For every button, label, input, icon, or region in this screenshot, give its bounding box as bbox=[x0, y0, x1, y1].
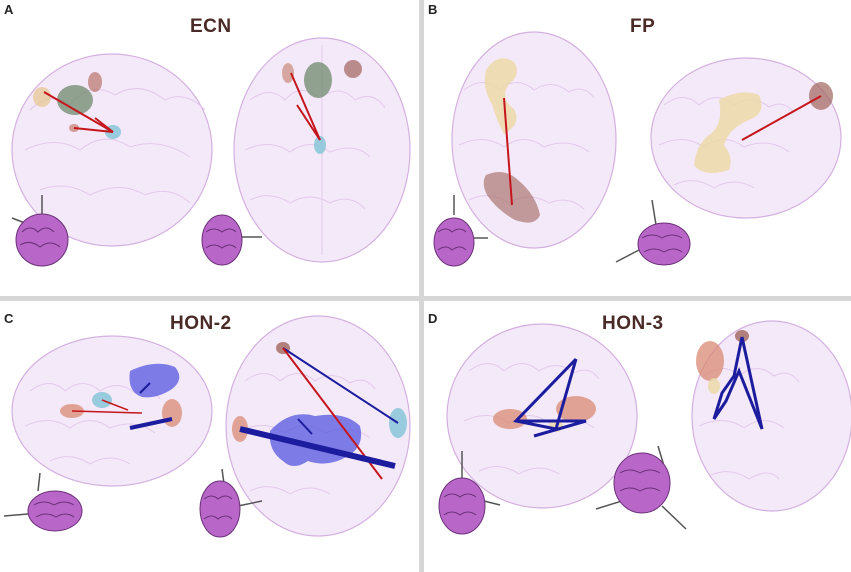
brain-left bbox=[11, 335, 213, 487]
connection-edge bbox=[94, 117, 114, 133]
connection-edge bbox=[290, 72, 321, 141]
connection-edge bbox=[296, 104, 321, 141]
region-blob bbox=[708, 378, 720, 394]
brain-scene bbox=[438, 320, 851, 535]
panel-letter: D bbox=[428, 311, 438, 326]
region-blob bbox=[694, 92, 762, 174]
orientation-thumbnail bbox=[201, 214, 262, 266]
brain-scene bbox=[433, 31, 842, 267]
orientation-thumbnail bbox=[433, 195, 488, 267]
vertical-divider bbox=[419, 0, 424, 572]
connection-edge bbox=[101, 399, 129, 411]
orientation-thumbnail bbox=[11, 195, 69, 267]
region-blob bbox=[696, 341, 724, 381]
horizontal-divider bbox=[0, 296, 851, 301]
brain-scene bbox=[3, 315, 411, 538]
connection-edge bbox=[741, 95, 822, 141]
region-blob bbox=[484, 58, 518, 134]
panel-title: HON-3 bbox=[602, 313, 664, 334]
connection-edge bbox=[503, 97, 513, 206]
region-blob bbox=[129, 363, 180, 398]
brain-left bbox=[446, 323, 638, 509]
orientation-thumbnail bbox=[3, 472, 83, 532]
panel-d: D HON-3 bbox=[424, 301, 851, 572]
connection-edge bbox=[297, 418, 313, 435]
panel-title: FP bbox=[630, 16, 656, 37]
connection-path bbox=[712, 336, 764, 430]
region-blob bbox=[556, 396, 596, 422]
connection-path bbox=[513, 357, 578, 431]
connection-edge bbox=[239, 426, 396, 469]
panel-c: C HON-2 bbox=[0, 301, 419, 572]
panel-letter: B bbox=[428, 2, 438, 17]
panel-b: B FP bbox=[424, 0, 851, 296]
connection-edge bbox=[73, 127, 114, 133]
orientation-thumbnail bbox=[615, 199, 691, 266]
orientation-thumbnail bbox=[199, 468, 263, 538]
connection-edge bbox=[129, 417, 173, 430]
connection-edge bbox=[71, 410, 143, 414]
region-blob bbox=[314, 136, 326, 154]
region-blob bbox=[88, 72, 102, 92]
panel-title: ECN bbox=[190, 16, 232, 37]
panel-title: HON-2 bbox=[170, 313, 232, 334]
region-blob bbox=[57, 85, 93, 115]
brain-scene bbox=[11, 37, 411, 267]
panel-letter: A bbox=[4, 2, 14, 17]
connection-edge bbox=[282, 347, 399, 424]
region-blob bbox=[33, 87, 51, 107]
orientation-thumbnail bbox=[595, 445, 687, 530]
region-blob bbox=[344, 60, 362, 78]
region-blob bbox=[304, 62, 332, 98]
connection-path bbox=[516, 419, 587, 438]
panel-a: A ECN bbox=[0, 0, 419, 296]
brain-right bbox=[691, 320, 851, 512]
connection-edge bbox=[139, 382, 151, 394]
region-blob bbox=[162, 399, 182, 427]
gyri bbox=[244, 45, 386, 255]
connection-edge bbox=[43, 91, 114, 133]
region-blob bbox=[735, 330, 749, 342]
orientation-thumbnail bbox=[438, 451, 501, 535]
region-blob bbox=[493, 409, 527, 429]
region-blob bbox=[282, 63, 294, 83]
panel-letter: C bbox=[4, 311, 14, 326]
